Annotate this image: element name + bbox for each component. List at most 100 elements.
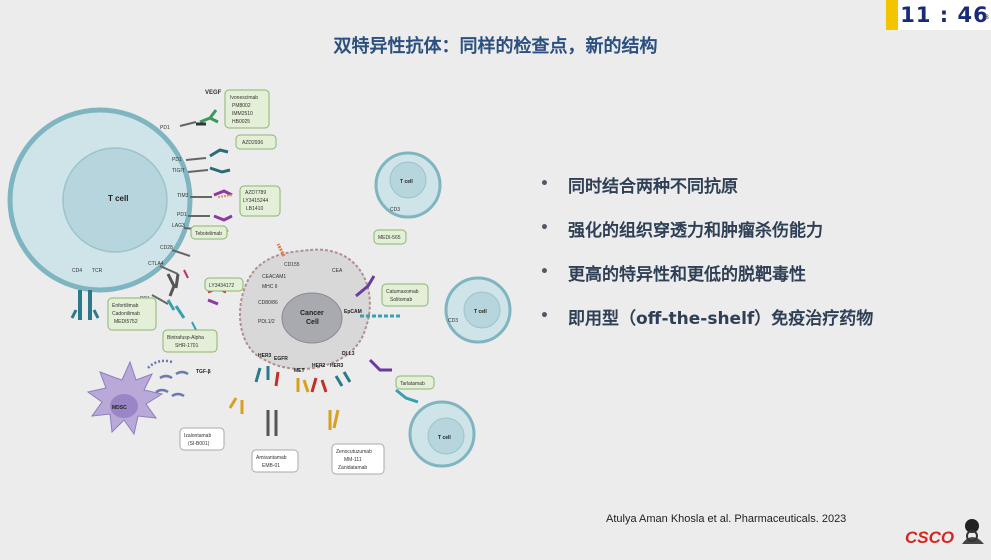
bullet-item: • 即用型（off-the-shelf）免疫治疗药物 [540, 294, 980, 338]
svg-text:PM8002: PM8002 [232, 103, 251, 109]
drug-box-azd2936: AZD2936 [235, 134, 277, 150]
bullet-list: • 同时结合两种不同抗原 • 强化的组织穿透力和肿瘤杀伤能力 • 更高的特异性和… [540, 162, 980, 338]
slide-title: 双特异性抗体：同样的检查点，新的结构 [333, 36, 658, 57]
tgfb-label: TGF-β [196, 369, 211, 375]
drug-box-bintrafusp: Bintrafusp-Alpha SHR-1701 [162, 329, 218, 353]
svg-text:MDSC: MDSC [112, 405, 127, 411]
svg-text:AZD2936: AZD2936 [242, 140, 263, 146]
bullet-item: • 同时结合两种不同抗原 [540, 162, 980, 206]
cancer-label-1: Cancer [300, 310, 324, 317]
svg-text:LY3415244: LY3415244 [243, 198, 268, 204]
tcell-main-label: T cell [108, 194, 128, 203]
bullet-text: 强化的组织穿透力和肿瘤杀伤能力 [568, 220, 823, 241]
svg-text:T cell: T cell [400, 179, 413, 185]
drug-box-amivantamab: Amivantamab EMB-01 [251, 449, 299, 473]
svg-text:Zenocutuzumab: Zenocutuzumab [336, 449, 372, 455]
svg-text:MM-111: MM-111 [344, 457, 362, 463]
svg-text:SHR-1701: SHR-1701 [175, 343, 199, 349]
drug-box-enfortilimab: Enfortilimab Cadonilimab MEDI5752 [107, 297, 157, 331]
svg-text:(SI-B001): (SI-B001) [188, 441, 210, 447]
svg-text:MEDI-565: MEDI-565 [378, 235, 401, 241]
tcell-bottom: T cell [408, 400, 476, 468]
svg-text:Catumaxomab: Catumaxomab [386, 289, 419, 295]
svg-text:Tebotelimab: Tebotelimab [195, 231, 222, 237]
met-label: MET [294, 368, 305, 374]
svg-text:T cell: T cell [474, 309, 487, 315]
citation: Atulya Aman Khosla et al. Pharmaceutical… [606, 513, 847, 525]
ctla4-label: CTLA4 [148, 261, 164, 267]
her2-label: HER2 [312, 363, 326, 369]
svg-text:EMB-01: EMB-01 [262, 463, 280, 469]
svg-text:IMM2510: IMM2510 [232, 111, 253, 117]
cd80-label: CD80/86 [258, 300, 278, 306]
svg-text:Cadonilimab: Cadonilimab [112, 311, 140, 317]
pdl1-label: PDL1/2 [258, 319, 275, 325]
pd1-label-a: PD1 [160, 125, 170, 131]
drug-box-azd7789: AZD7789 LY3415244 LB1410 [239, 185, 281, 217]
lag3-label: LAG3 [172, 223, 185, 229]
pd1-label-c: PD1 [177, 212, 187, 218]
antibody-ivonescimab [196, 109, 219, 126]
tgfb-molecules [147, 359, 189, 398]
svg-text:LB1410: LB1410 [246, 206, 263, 212]
drug-box-ivonescimab: Ivonescimab PM8002 IMM2510 HB0025 [224, 89, 270, 129]
cd4-label: CD4 [72, 268, 82, 274]
vegf-label: VEGF [205, 90, 222, 96]
bullet-dot: • [540, 308, 549, 324]
tcell-main: T cell [7, 107, 193, 293]
svg-text:Ivonescimab: Ivonescimab [230, 95, 258, 101]
clock-time: 11 : 46 [900, 3, 989, 27]
antibody-azd7789 [213, 189, 233, 222]
svg-text:Tarlatamab: Tarlatamab [400, 381, 425, 387]
her3a-label: HER3 [258, 353, 272, 359]
bullet-item: • 强化的组织穿透力和肿瘤杀伤能力 [540, 206, 980, 250]
tcr-label: TCR [92, 268, 103, 274]
cancer-label-2: Cell [306, 319, 319, 326]
svg-text:Solitomab: Solitomab [390, 297, 412, 303]
bullet-item: • 更高的特异性和更低的脱靶毒性 [540, 250, 980, 294]
drug-box-medi565: MEDI-565 [373, 229, 407, 245]
pd1-label-b: PD1 [172, 157, 182, 163]
drug-box-catumaxomab: Catumaxomab Solitomab [381, 283, 429, 307]
drug-box-tarlatamab: Tarlatamab [395, 375, 435, 390]
dll3-label: DLL3 [342, 351, 355, 357]
csco-logo: CSCO [905, 528, 955, 547]
svg-text:Amivantamab: Amivantamab [256, 455, 287, 461]
mdsc-cell: MDSC [86, 360, 164, 436]
tcell-top: T cell CD3 [374, 151, 442, 219]
svg-text:AZD7789: AZD7789 [245, 190, 266, 196]
clock-widget: 11 : 46 8 [886, 0, 991, 30]
bullet-dot: • [540, 264, 549, 280]
cd28-label: CD28 [160, 245, 173, 251]
tcell-middle: T cell CD3 [444, 276, 512, 344]
antibodies-cancer [228, 243, 419, 436]
svg-text:HB0025: HB0025 [232, 119, 250, 125]
cd155-label: CD155 [284, 262, 300, 268]
bullet-dot: • [540, 220, 549, 236]
svg-text:Izalontamab: Izalontamab [184, 433, 211, 439]
bullet-dot: • [540, 176, 549, 192]
her3b-label: HER3 [330, 363, 344, 369]
clock-small-text: 8 [985, 14, 989, 21]
svg-text:T cell: T cell [438, 435, 451, 441]
drug-box-zenocutuzumab: Zenocutuzumab MM-111 Zanidatamab [331, 443, 385, 475]
egfr-label: EGFR [274, 356, 288, 362]
epcam-label: EpCAM [344, 309, 362, 315]
svg-text:CD3: CD3 [390, 207, 400, 213]
bullet-text: 即用型（off-the-shelf）免疫治疗药物 [568, 308, 874, 329]
mhc2-label: MHC II [262, 284, 278, 290]
drug-box-izalontamab: Izalontamab (SI-B001) [179, 427, 225, 451]
svg-text:CD3: CD3 [448, 318, 458, 324]
svg-text:Enfortilimab: Enfortilimab [112, 303, 139, 309]
cea-label: CEA [332, 268, 343, 274]
csco-emblem-icon [962, 519, 984, 544]
svg-text:LY3434172: LY3434172 [209, 283, 234, 289]
antibody-bintrafusp [166, 299, 197, 331]
tigit-label: TIGIT [172, 168, 185, 174]
antibody-enfortilimab [166, 269, 189, 297]
ceacam1-label: CEACAM1 [262, 274, 286, 280]
tim3-label: TIM3 [177, 193, 189, 199]
antibody-azd2936 [209, 148, 231, 174]
svg-text:Zanidatamab: Zanidatamab [338, 465, 367, 471]
bullet-text: 同时结合两种不同抗原 [568, 176, 738, 197]
